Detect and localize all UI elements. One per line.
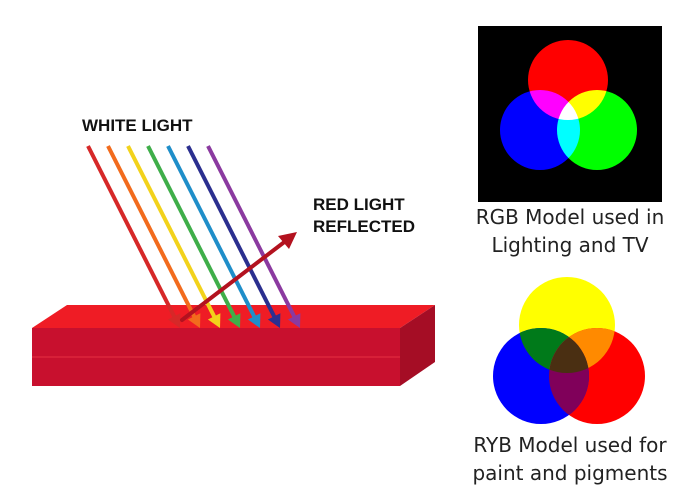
light-ray-6	[186, 145, 278, 320]
white-light-label: WHITE LIGHT	[82, 116, 193, 135]
rgb-blue-circle	[500, 90, 580, 170]
reflected-arrowhead	[278, 232, 297, 249]
ryb-model-caption: RYB Model used for paint and pigments	[455, 431, 685, 487]
rgb-green-circle	[557, 90, 637, 170]
red-surface-front	[32, 328, 400, 386]
light-ray-1	[86, 145, 178, 320]
red-surface	[32, 305, 435, 386]
red-surface-side	[400, 305, 435, 386]
red-light-label: RED LIGHT	[313, 195, 405, 214]
rgb-model-diagram	[478, 26, 662, 202]
light-ray-7	[206, 145, 298, 320]
light-ray-arrowhead-5	[247, 313, 261, 328]
light-ray-3	[126, 145, 218, 320]
ryb-caption-line1: RYB Model used for	[473, 433, 667, 457]
light-ray-arrowhead-1	[167, 313, 181, 328]
ryb-caption-line2: paint and pigments	[472, 461, 668, 485]
light-ray-2	[106, 145, 198, 320]
rgb-model-caption: RGB Model used in Lighting and TV	[455, 203, 685, 259]
rgb-caption-line2: Lighting and TV	[491, 233, 649, 257]
ryb-brown-center	[519, 328, 589, 373]
white-light-rays	[86, 145, 301, 328]
light-ray-arrowhead-4	[227, 313, 241, 328]
light-ray-arrowhead-6	[267, 313, 281, 328]
light-ray-5	[166, 145, 258, 320]
light-ray-arrowhead-3	[207, 313, 221, 328]
reflected-label: REFLECTED	[313, 217, 415, 236]
light-ray-arrowhead-7	[287, 313, 301, 328]
rgb-caption-line1: RGB Model used in	[475, 205, 665, 229]
reflection-diagram: WHITE LIGHT RED LIGHT REFLECTED	[32, 116, 435, 386]
ryb-model-diagram	[493, 277, 645, 424]
light-ray-arrowhead-2	[187, 313, 201, 328]
reflected-red-ray	[180, 232, 297, 322]
